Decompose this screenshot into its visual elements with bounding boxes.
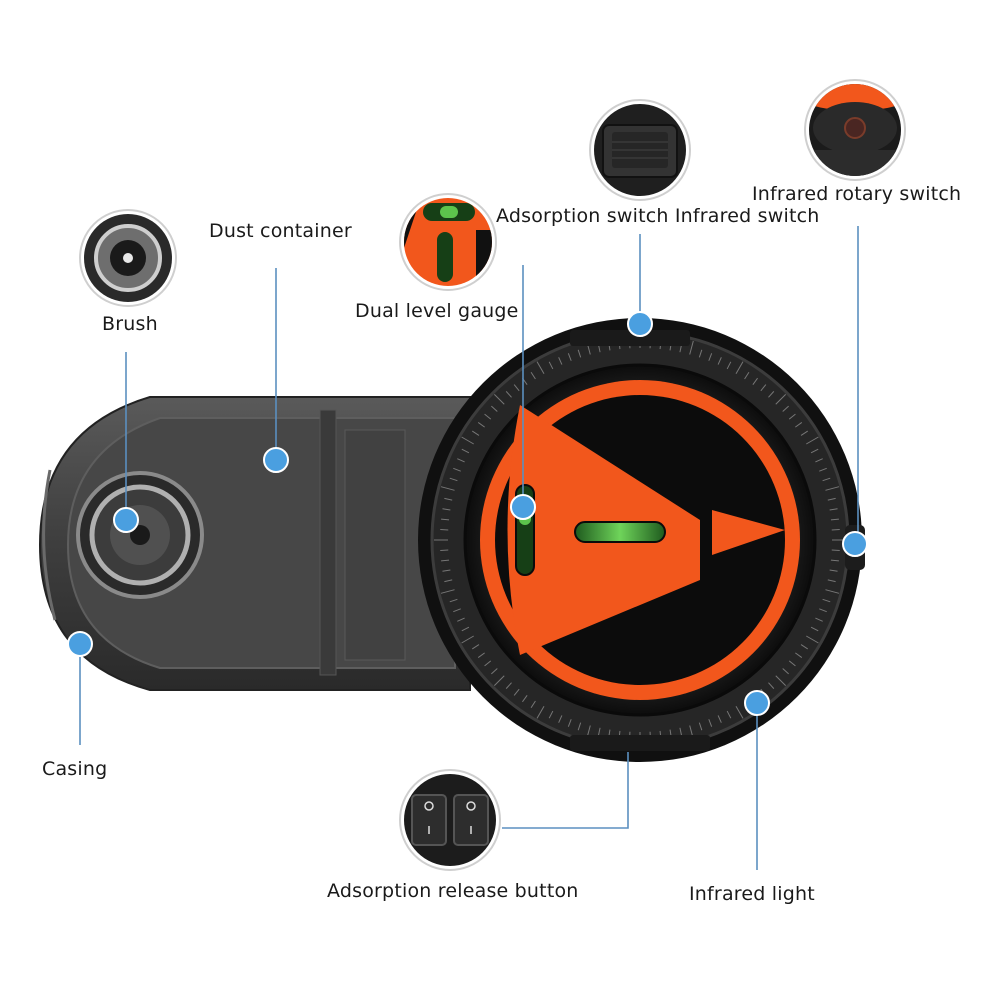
label-dual-level-gauge: Dual level gauge xyxy=(355,300,519,322)
infrared-rotary-inset xyxy=(800,79,910,180)
label-infrared-light: Infrared light xyxy=(689,883,815,905)
adsorption-switch-dot xyxy=(628,312,652,336)
label-infrared-rotary-switch: Infrared rotary switch xyxy=(752,183,961,205)
horizontal-level-vial xyxy=(575,522,665,542)
brush-inset xyxy=(80,210,176,306)
infrared-light-dot xyxy=(745,691,769,715)
dust-container-dot xyxy=(264,448,288,472)
label-adsorption-infrared-switch: Adsorption switch Infrared switch xyxy=(496,205,819,227)
label-adsorption-release-button: Adsorption release button xyxy=(327,880,579,902)
infrared-rotary-dot xyxy=(843,532,867,556)
label-brush: Brush xyxy=(102,313,158,335)
label-casing: Casing xyxy=(42,758,107,780)
release-button-inset xyxy=(400,770,500,870)
brush-opening xyxy=(78,473,202,597)
level-gauge-inset xyxy=(400,194,500,295)
release-button-leader xyxy=(502,752,628,828)
casing-dot xyxy=(68,632,92,656)
level-gauge-dot xyxy=(511,495,535,519)
brush-dot xyxy=(114,508,138,532)
adsorption-switch-inset xyxy=(590,100,690,200)
label-dust-container: Dust container xyxy=(209,220,352,242)
